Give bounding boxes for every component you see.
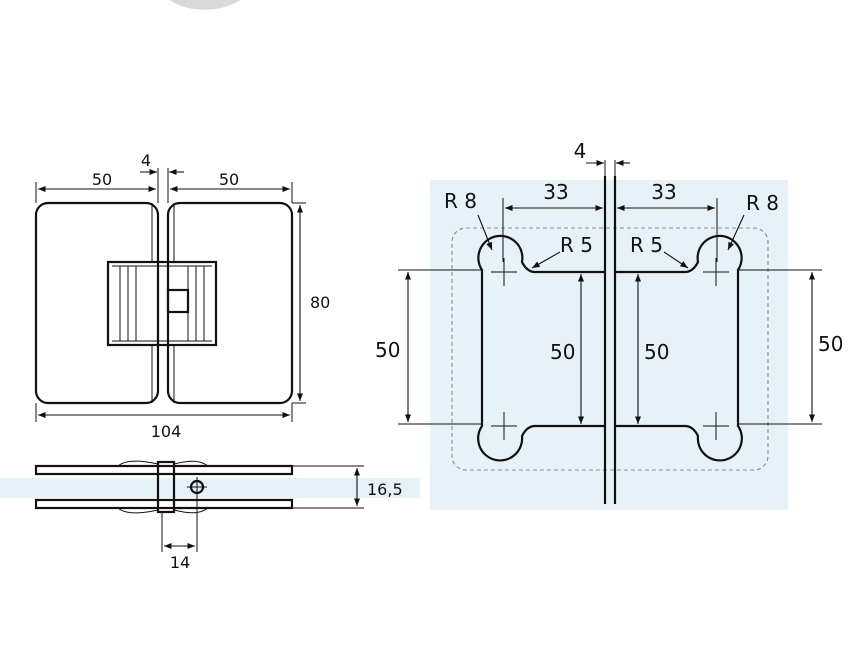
radius-inner-left-label: R 5 <box>560 233 593 257</box>
front-width-right-label: 50 <box>219 170 239 189</box>
spacing-inner-right-label: 50 <box>644 340 669 364</box>
cutout-gap-label: 4 <box>574 139 587 163</box>
front-total-width-label: 104 <box>151 422 182 441</box>
spacing-outer-left-label: 50 <box>375 338 400 362</box>
front-right-leaf <box>166 201 294 405</box>
front-left-leaf <box>34 201 160 405</box>
front-height-label: 80 <box>310 293 330 312</box>
radius-outer-left-label: R 8 <box>444 189 477 213</box>
spacing-outer-right-label: 50 <box>818 332 843 356</box>
side-axis-offset-label: 14 <box>170 553 190 572</box>
side-thickness-label: 16,5 <box>367 480 403 499</box>
top-shadow-shape <box>170 0 240 10</box>
radius-outer-right-label: R 8 <box>746 191 779 215</box>
side-hinge-core <box>156 460 176 514</box>
front-view: 50 4 50 80 104 <box>34 151 330 441</box>
depth-right-label: 33 <box>651 180 676 204</box>
glass-panel-tint <box>430 180 788 510</box>
front-width-left-label: 50 <box>92 170 112 189</box>
front-gap-label: 4 <box>141 151 151 170</box>
depth-left-label: 33 <box>543 180 568 204</box>
cutout-view: 50 50 50 50 33 33 4 R 8 R 5 R 5 R 8 <box>375 139 843 510</box>
side-glass-band <box>0 478 420 498</box>
spacing-inner-left-label: 50 <box>550 340 575 364</box>
radius-inner-right-label: R 5 <box>630 233 663 257</box>
hinge-outline-dashed <box>451 227 769 471</box>
front-hinge-block <box>106 260 218 347</box>
side-view: 16,5 14 <box>0 460 420 572</box>
